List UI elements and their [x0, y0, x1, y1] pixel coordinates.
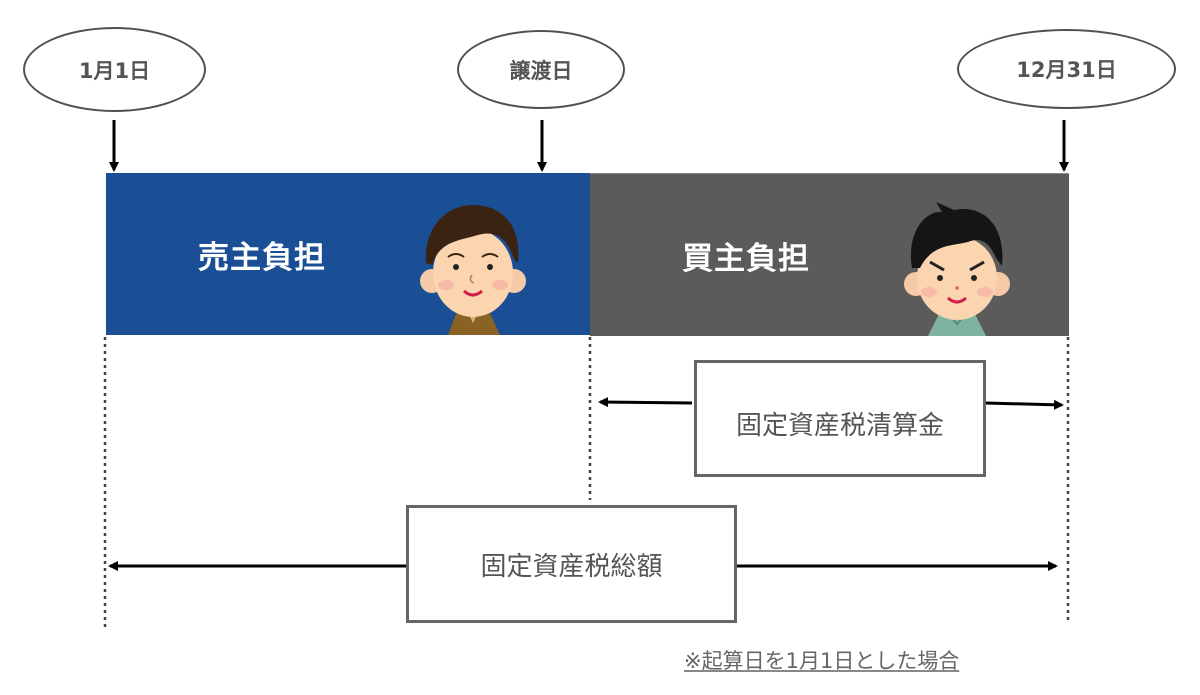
- buyer-period-label: 買主負担: [682, 240, 810, 277]
- seller-period-bar: 売主負担: [106, 173, 590, 335]
- buyer-period-bar: 買主負担: [590, 173, 1069, 336]
- seller-person-icon: [420, 205, 526, 335]
- buyer-person-icon: [904, 202, 1010, 336]
- footnote: ※起算日を1月1日とした場合: [684, 649, 960, 673]
- total-tax-box: 固定資産税総額: [406, 505, 737, 623]
- date-transfer-ellipse: 譲渡日: [457, 30, 625, 109]
- date-start-ellipse: 1月1日: [23, 27, 206, 112]
- total-tax-label: 固定資産税総額: [480, 551, 663, 582]
- date-end-ellipse: 12月31日: [957, 29, 1176, 109]
- date-end-label: 12月31日: [1016, 58, 1117, 82]
- settlement-label: 固定資産税清算金: [735, 411, 944, 441]
- settlement-arrow-left: [598, 397, 693, 408]
- settlement-arrow-right: [984, 399, 1064, 410]
- settlement-box: 固定資産税清算金: [694, 360, 986, 477]
- date-start-label: 1月1日: [78, 58, 151, 83]
- seller-period-label: 売主負担: [198, 239, 326, 276]
- date-transfer-label: 譲渡日: [509, 58, 573, 83]
